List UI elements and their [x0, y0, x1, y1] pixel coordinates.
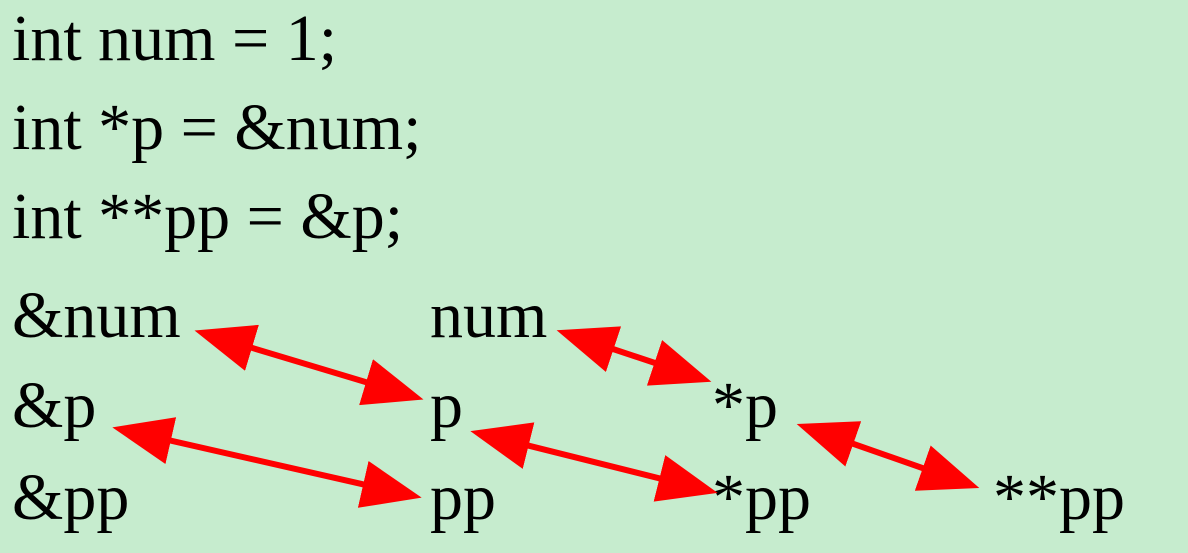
code-line-3: int **pp = &p; — [12, 180, 404, 253]
expr-p: p — [430, 369, 463, 442]
expr-address-of-pp: &pp — [12, 461, 130, 534]
arrow-address-of-p-to-pp — [112, 417, 422, 508]
expr-address-of-p: &p — [12, 369, 97, 442]
code-line-1: int num = 1; — [12, 2, 338, 75]
arrow-address-of-num-to-p — [194, 324, 424, 406]
expr-double-deref-pp: **pp — [993, 461, 1125, 534]
code-line-2: int *p = &num; — [12, 91, 422, 164]
arrow-num-to-deref-p — [556, 326, 712, 386]
expr-deref-pp: *pp — [712, 461, 811, 534]
arrow-p-to-deref-pp — [470, 422, 718, 502]
expr-address-of-num: &num — [12, 279, 181, 352]
arrow-deref-p-to-double-deref-pp — [796, 421, 980, 491]
expr-deref-p: *p — [712, 369, 778, 442]
expr-num: num — [430, 279, 548, 352]
